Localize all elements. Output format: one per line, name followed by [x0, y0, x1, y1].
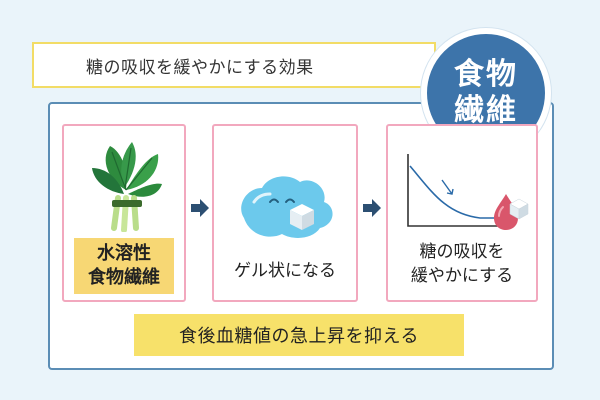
- result-banner: 食後血糖値の急上昇を抑える: [134, 314, 464, 356]
- spinach-icon: [92, 142, 162, 232]
- slow-absorption-label: 糖の吸収を 緩やかにする: [388, 240, 536, 288]
- gel-blob-icon: [241, 176, 333, 238]
- arrow-right-icon: [363, 199, 381, 217]
- step-card-gel: ゲル状になる: [212, 124, 358, 302]
- title-banner: 糖の吸収を緩やかにする効果: [32, 42, 436, 88]
- result-text: 食後血糖値の急上昇を抑える: [179, 326, 419, 347]
- step-card-slow-absorption: 糖の吸収を 緩やかにする: [386, 124, 538, 302]
- slow-absorption-label-line2: 緩やかにする: [410, 266, 514, 286]
- slow-absorption-label-line1: 糖の吸収を: [419, 242, 505, 262]
- badge-line1: 食物: [454, 57, 518, 92]
- arrow-right-icon: [191, 199, 209, 217]
- declining-curve-graph-icon: [407, 154, 529, 230]
- step-card-soluble-fiber: 水溶性 食物繊維: [62, 124, 186, 302]
- gel-label: ゲル状になる: [234, 261, 336, 281]
- badge-line2: 繊維: [454, 93, 518, 128]
- soluble-fiber-label: 水溶性 食物繊維: [74, 238, 174, 294]
- page-title: 糖の吸収を緩やかにする効果: [86, 57, 314, 78]
- soluble-fiber-label-line1: 水溶性: [97, 243, 151, 264]
- soluble-fiber-label-line2: 食物繊維: [88, 267, 160, 288]
